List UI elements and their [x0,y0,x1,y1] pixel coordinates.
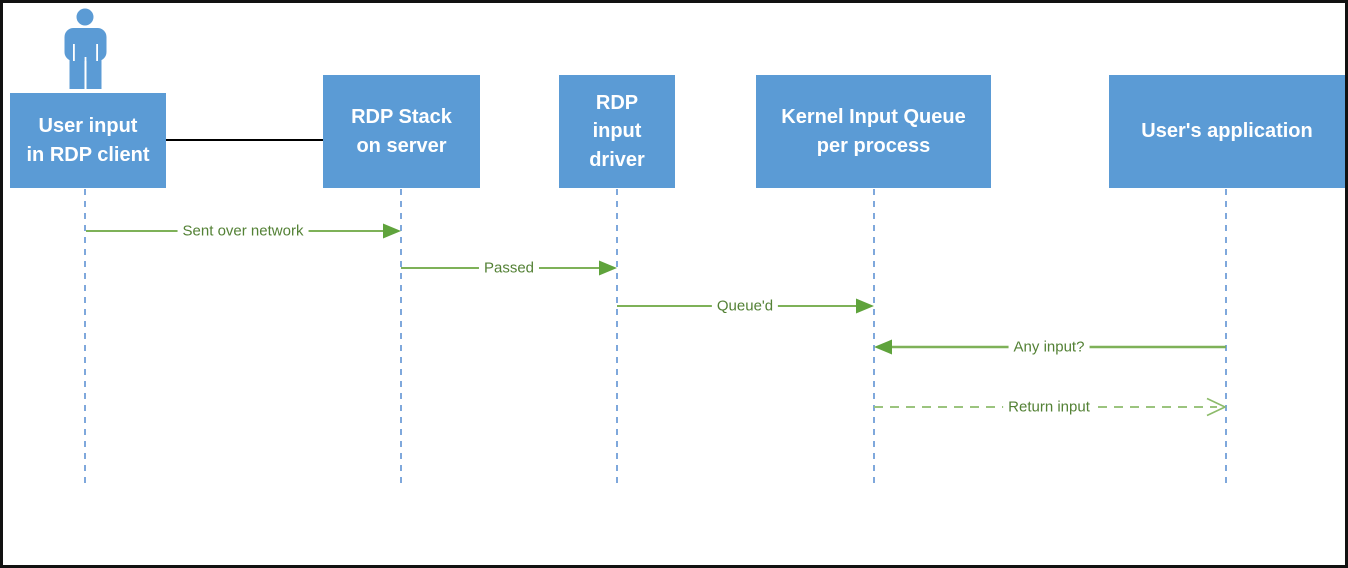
message-label-queued: Queue'd [711,296,779,316]
message-label-return-input: Return input [1003,397,1095,417]
participant-box-rdp-stack: RDP Stack on server [323,75,480,188]
association-line-client-to-stack [166,139,323,141]
person-icon [64,8,107,89]
participant-box-kernel-input-queue: Kernel Input Queue per process [756,75,991,188]
arrowhead-left-icon [874,339,892,355]
participant-label: Kernel Input Queue per process [781,106,966,157]
message-label-any-input: Any input? [1008,337,1090,357]
arrowhead-right-icon [856,298,874,314]
arrowhead-right-icon [383,223,401,239]
message-label-sent-over-network: Sent over network [177,221,309,241]
participant-label: User input in RDP client [26,115,150,166]
arrowhead-right-icon [599,260,617,276]
participant-label: RDP Stack on server [351,106,452,157]
participant-box-users-application: User's application [1109,75,1345,188]
open-arrowhead-right-icon [1206,397,1227,417]
message-label-passed: Passed [478,258,540,278]
participant-label: RDP input driver [589,91,645,171]
participant-label: User's application [1141,120,1313,143]
message-arrow-return-input [874,397,1227,417]
participant-box-rdp-client: User input in RDP client [10,93,166,188]
participant-box-rdp-input-driver: RDP input driver [559,75,675,188]
